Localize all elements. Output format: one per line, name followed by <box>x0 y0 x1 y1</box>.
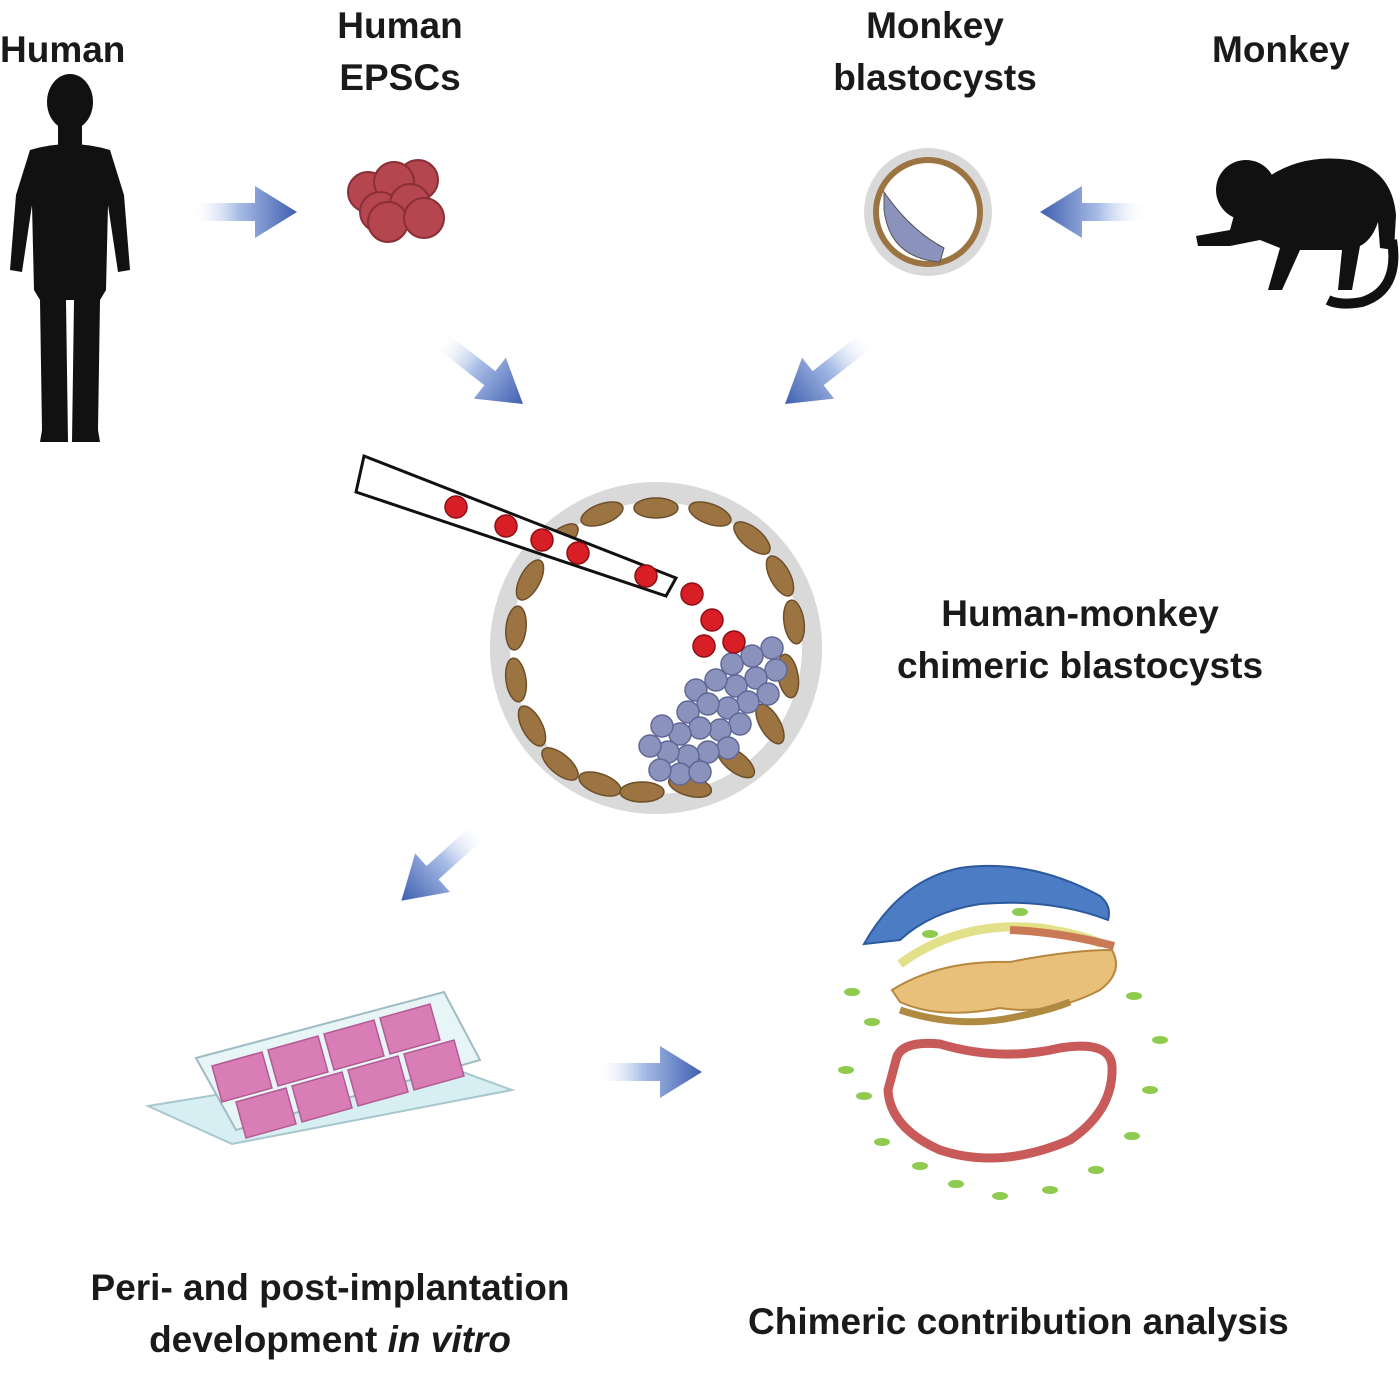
arrow-blastocyst-to-chimera <box>769 317 886 425</box>
label-peri-line1: Peri- and post-implantation <box>90 1267 570 1308</box>
trophectoderm-cells <box>504 497 806 803</box>
inner-cell-mass <box>638 636 788 786</box>
label-monkey-text: Monkey <box>1212 29 1350 70</box>
label-monkey-blastocysts-line2: blastocysts <box>833 57 1037 98</box>
label-human-epscs-line2: EPSCs <box>339 57 461 98</box>
injection-pipette-icon <box>354 453 679 598</box>
label-human-epscs-line1: Human <box>337 5 463 46</box>
embryo-section-icon <box>838 864 1168 1200</box>
label-monkey-blastocysts: Monkey blastocysts <box>800 0 1070 104</box>
label-chimeric-contribution-analysis: Chimeric contribution analysis <box>748 1296 1289 1348</box>
label-peri-post-implantation: Peri- and post-implantation development … <box>30 1262 630 1366</box>
label-chimeric-blastocysts: Human-monkey chimeric blastocysts <box>860 588 1300 692</box>
label-chimeric-line1: Human-monkey <box>941 593 1219 634</box>
label-peri-line2-prefix: development <box>149 1319 388 1360</box>
arrow-human-to-epsc <box>190 186 297 238</box>
label-monkey: Monkey <box>1212 24 1350 76</box>
injected-human-cells <box>680 582 746 658</box>
label-monkey-blastocysts-line1: Monkey <box>866 5 1004 46</box>
arrow-epsc-to-chimera <box>422 317 539 425</box>
culture-wells <box>211 1003 465 1139</box>
label-human-epscs: Human EPSCs <box>300 0 500 104</box>
label-peri-line2: development in vitro <box>30 1314 630 1366</box>
label-human-text: Human <box>0 29 126 70</box>
chamber-slide-icon <box>144 990 516 1146</box>
arrow-monkey-to-blastocyst <box>1040 186 1147 238</box>
label-human: Human <box>0 24 125 76</box>
arrow-culture-to-analysis <box>595 1046 702 1098</box>
label-peri-line2-italic: in vitro <box>387 1319 511 1360</box>
blastocyst-icon <box>864 148 992 276</box>
label-analysis-text: Chimeric contribution analysis <box>748 1301 1289 1342</box>
epsc-cluster-icon <box>347 159 445 243</box>
monkey-silhouette-icon <box>1196 158 1399 309</box>
human-silhouette-icon <box>10 74 130 442</box>
arrow-chimera-to-culture <box>383 809 499 921</box>
mesoderm-cells <box>838 908 1168 1200</box>
label-chimeric-line2: chimeric blastocysts <box>896 645 1264 686</box>
